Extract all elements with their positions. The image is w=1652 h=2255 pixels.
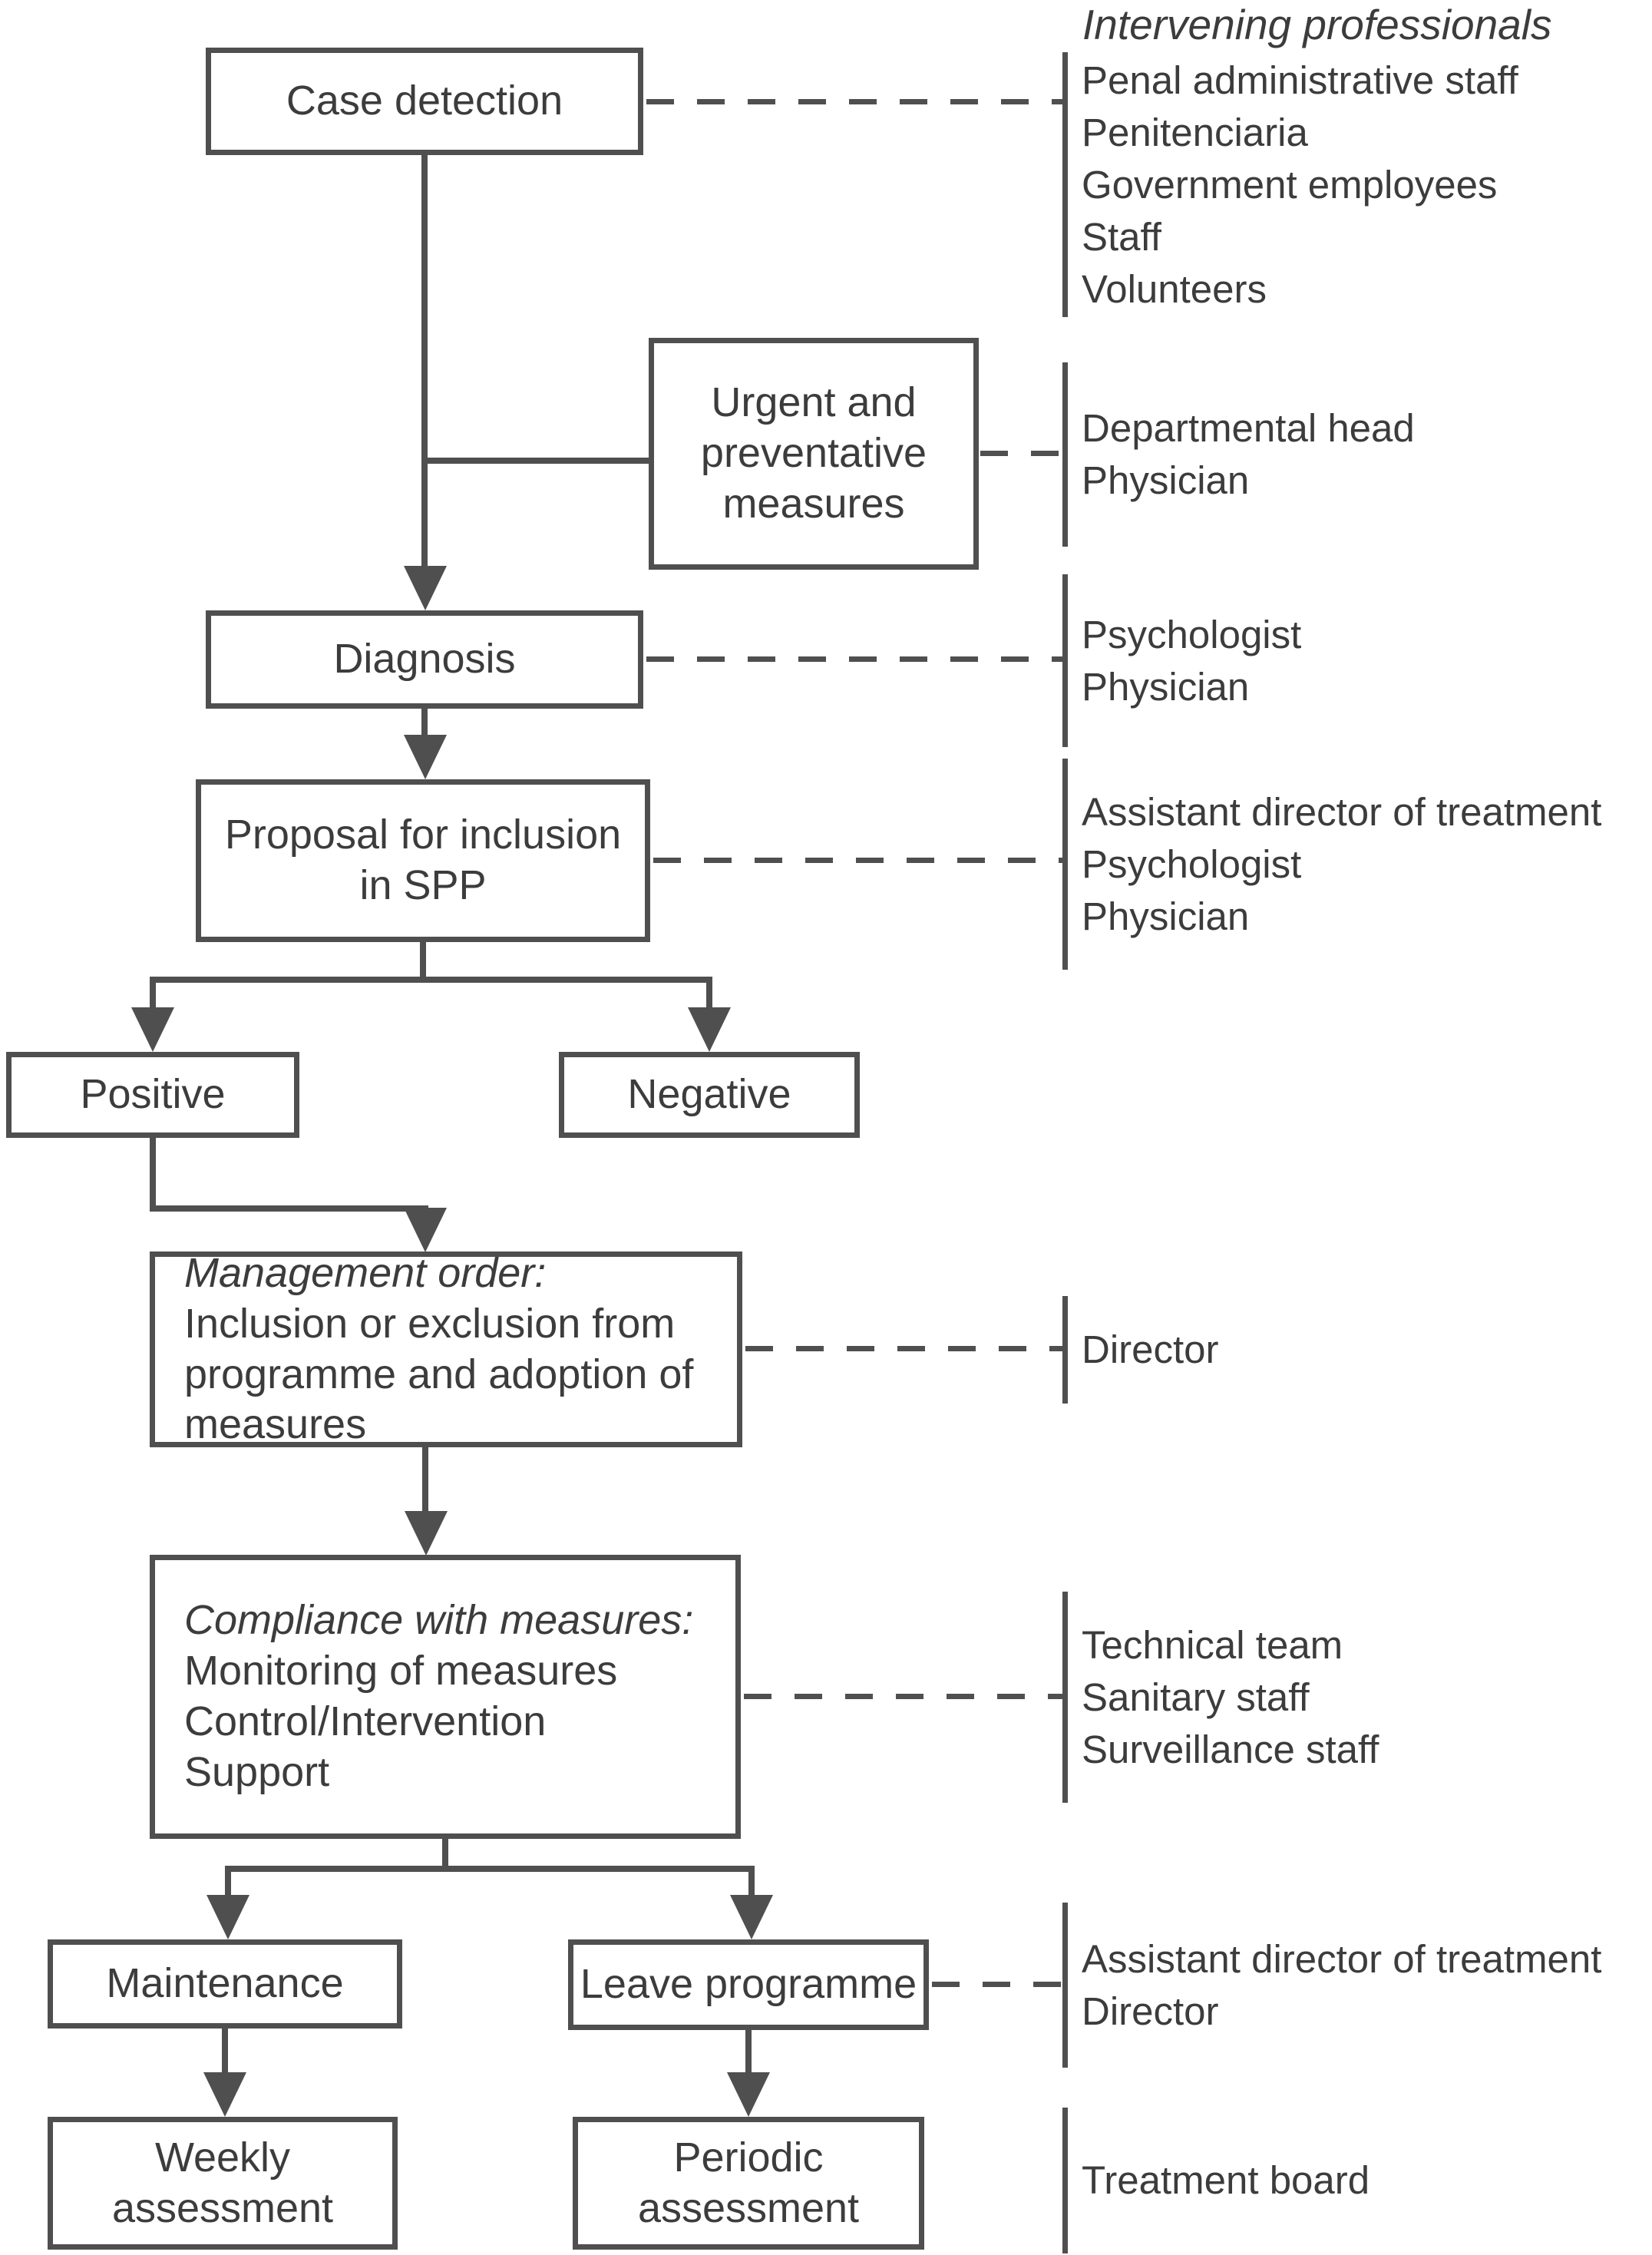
arrowhead-into-leave bbox=[730, 1895, 773, 1939]
professional-item: Physician bbox=[1082, 458, 1250, 502]
arrowhead-into-diagnosis bbox=[404, 566, 447, 610]
box-compliance-body: Monitoring of measures Control/Intervent… bbox=[184, 1648, 618, 1795]
professional-item: Penal administrative staff bbox=[1082, 58, 1518, 102]
arrowhead-into-positive bbox=[131, 1007, 174, 1052]
connector-lower-split-horizontal bbox=[225, 1866, 755, 1872]
arrowhead-into-management bbox=[404, 1208, 447, 1252]
box-positive: Positive bbox=[6, 1052, 299, 1138]
professionals-column-title: Intervening professionals bbox=[1082, 1, 1552, 48]
professional-item: Surveillance staff bbox=[1082, 1727, 1379, 1771]
box-urgent-label: Urgent and preventative measures bbox=[700, 379, 927, 527]
box-compliance-heading: Compliance with measures: bbox=[184, 1597, 694, 1644]
arrowhead-into-negative bbox=[688, 1007, 731, 1052]
connector-split-left-drop bbox=[150, 977, 156, 1013]
box-diagnosis-label: Diagnosis bbox=[333, 636, 516, 683]
professional-item: Director bbox=[1082, 1328, 1219, 1371]
arrowhead-into-maintenance bbox=[206, 1895, 249, 1939]
professionals-group-case: Penal administrative staff Penitenciaria… bbox=[1062, 52, 1646, 317]
professional-item: Sanitary staff bbox=[1082, 1675, 1310, 1719]
professional-item: Psychologist bbox=[1082, 612, 1302, 656]
professional-item: Staff bbox=[1082, 214, 1161, 259]
professionals-group-assessment: Treatment board bbox=[1062, 2108, 1646, 2253]
professionals-group-proposal: Assistant director of treatment Psycholo… bbox=[1062, 759, 1646, 970]
dashed-urgent-to-professionals bbox=[980, 451, 1062, 456]
connector-split-right-drop bbox=[706, 977, 712, 1013]
professional-item: Physician bbox=[1082, 664, 1250, 709]
connector-lower-split-right-drop bbox=[748, 1866, 755, 1898]
professionals-group-management: Director bbox=[1062, 1296, 1646, 1404]
box-proposal-label: Proposal for inclusion in SPP bbox=[224, 812, 622, 908]
dashed-compliance-to-professionals bbox=[744, 1694, 1062, 1699]
box-weekly-assessment: Weekly assessment bbox=[48, 2117, 398, 2250]
box-negative: Negative bbox=[559, 1052, 860, 1138]
box-weekly-label: Weekly assessment bbox=[111, 2134, 334, 2231]
professional-item: Physician bbox=[1082, 894, 1250, 938]
connector-positive-elbow bbox=[150, 1205, 428, 1212]
box-management-body: Inclusion or exclusion from programme an… bbox=[184, 1300, 694, 1448]
connector-case-to-diagnosis-line bbox=[421, 152, 428, 586]
professional-item: Volunteers bbox=[1082, 266, 1267, 311]
box-compliance-measures: Compliance with measures: Monitoring of … bbox=[150, 1555, 741, 1839]
box-maintenance-label: Maintenance bbox=[106, 1960, 344, 2007]
box-management-heading: Management order: bbox=[184, 1249, 547, 1296]
professionals-group-compliance: Technical team Sanitary staff Surveillan… bbox=[1062, 1592, 1646, 1803]
connector-split-horizontal bbox=[150, 977, 712, 983]
dashed-leave-to-professionals bbox=[932, 1982, 1062, 1987]
connector-management-to-compliance-line bbox=[422, 1447, 428, 1513]
professional-item: Psychologist bbox=[1082, 841, 1302, 886]
box-negative-label: Negative bbox=[627, 1071, 791, 1118]
dashed-management-to-professionals bbox=[745, 1346, 1062, 1351]
professional-item: Assistant director of treatment bbox=[1082, 789, 1602, 834]
connector-diagnosis-to-proposal-line bbox=[421, 707, 428, 739]
box-urgent-preventative-measures: Urgent and preventative measures bbox=[649, 338, 979, 570]
professionals-group-leave: Assistant director of treatment Director bbox=[1062, 1903, 1646, 2068]
box-maintenance: Maintenance bbox=[48, 1939, 402, 2029]
box-positive-label: Positive bbox=[80, 1071, 226, 1118]
box-management-order: Management order: Inclusion or exclusion… bbox=[150, 1249, 742, 1447]
box-periodic-label: Periodic assessment bbox=[637, 2134, 860, 2231]
box-periodic-assessment: Periodic assessment bbox=[573, 2117, 924, 2250]
professional-item: Technical team bbox=[1082, 1622, 1343, 1667]
professional-item: Assistant director of treatment bbox=[1082, 1936, 1602, 1981]
box-case-detection-label: Case detection bbox=[286, 78, 563, 124]
box-diagnosis: Diagnosis bbox=[206, 610, 643, 709]
connector-leave-down bbox=[745, 2029, 752, 2075]
arrowhead-into-proposal bbox=[404, 735, 447, 779]
connector-maintenance-down bbox=[222, 2027, 228, 2075]
connector-lower-split-left-drop bbox=[225, 1866, 231, 1898]
dashed-case-to-professionals bbox=[646, 99, 1062, 104]
professional-item: Treatment board bbox=[1082, 2158, 1370, 2202]
connector-positive-down bbox=[150, 1138, 156, 1212]
professional-item: Director bbox=[1082, 1989, 1219, 2033]
professional-item: Departmental head bbox=[1082, 406, 1415, 450]
arrowhead-into-periodic bbox=[727, 2072, 770, 2117]
connector-branch-to-urgent bbox=[421, 458, 649, 464]
professional-item: Government employees bbox=[1082, 162, 1498, 207]
professional-item: Penitenciaria bbox=[1082, 110, 1308, 154]
professionals-group-diagnosis: Psychologist Physician bbox=[1062, 574, 1646, 747]
box-leave-label: Leave programme bbox=[580, 1961, 917, 2008]
box-leave-programme: Leave programme bbox=[568, 1939, 929, 2030]
box-proposal-inclusion-spp: Proposal for inclusion in SPP bbox=[196, 779, 650, 942]
dashed-proposal-to-professionals bbox=[653, 858, 1062, 863]
arrowhead-into-compliance bbox=[405, 1511, 448, 1556]
box-case-detection: Case detection bbox=[206, 48, 643, 155]
professionals-group-urgent: Departmental head Physician bbox=[1062, 362, 1646, 547]
arrowhead-into-weekly bbox=[203, 2072, 246, 2117]
connector-compliance-stub bbox=[442, 1839, 448, 1872]
connector-proposal-stub bbox=[420, 941, 426, 980]
dashed-diagnosis-to-professionals bbox=[646, 656, 1062, 662]
